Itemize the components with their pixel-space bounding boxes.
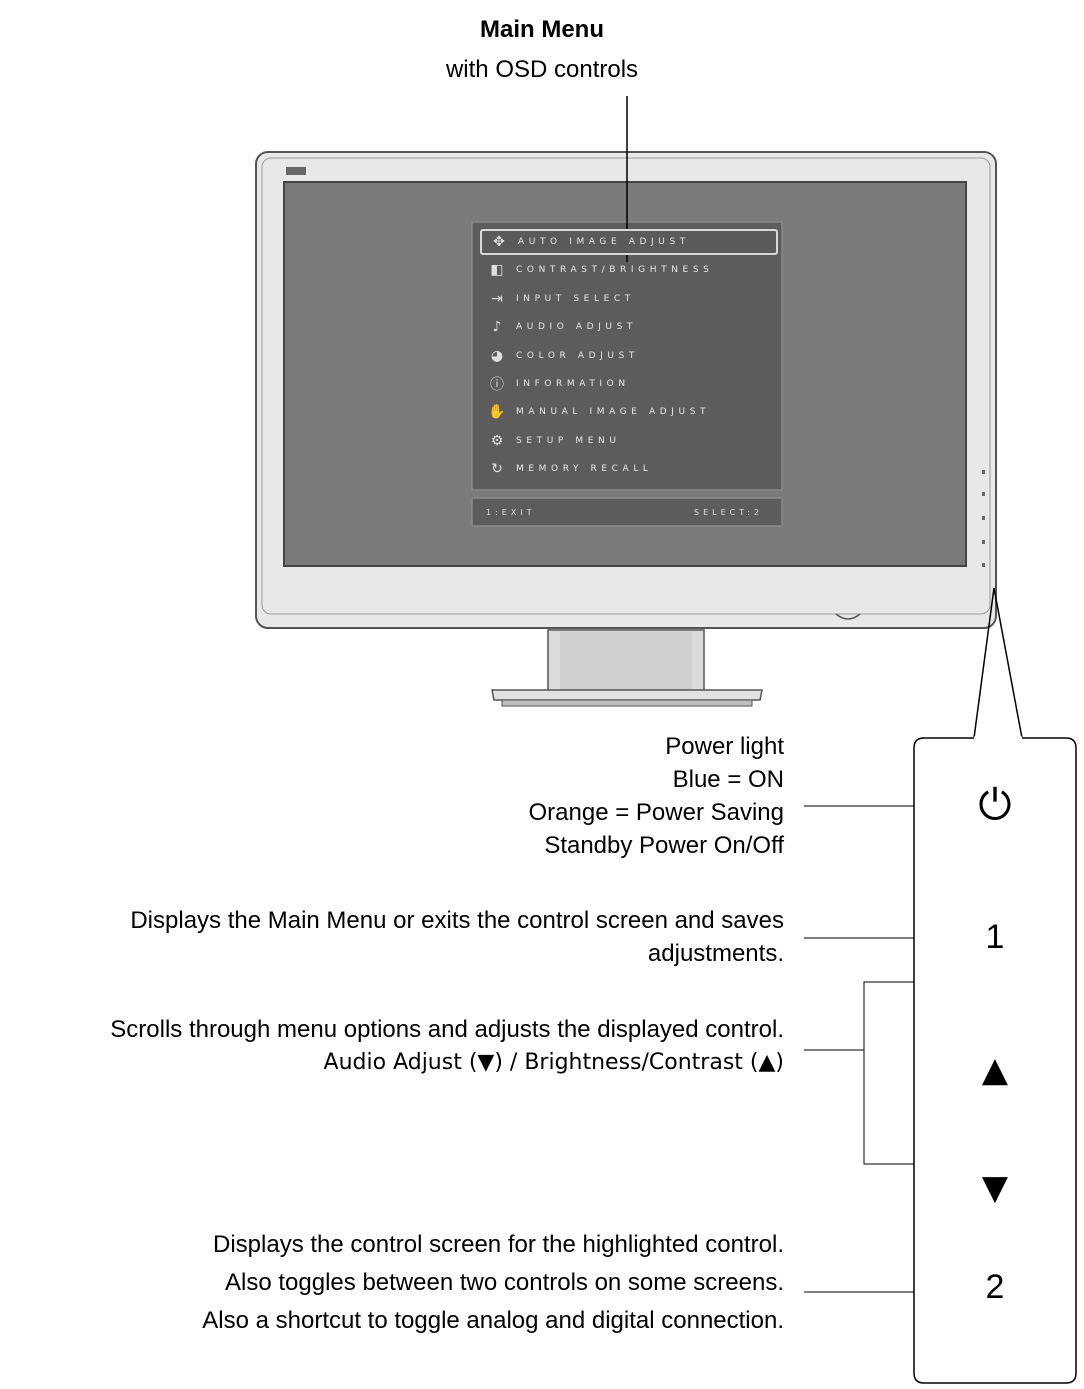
power-note: Power light Blue = ON Orange = Power Sav… <box>529 730 784 862</box>
two-note: Displays the control screen for the high… <box>202 1226 784 1340</box>
osd-menu-item-label: SETUP MENU <box>516 435 621 446</box>
power-note-line: Power light <box>665 733 784 760</box>
power-note-line: Standby Power On/Off <box>544 832 784 859</box>
button-callout-panel <box>913 737 1077 1384</box>
power-note-line: Blue = ON <box>672 766 784 793</box>
one-note-line: adjustments. <box>647 940 784 967</box>
two-note-line: Also a shortcut to toggle analog and dig… <box>202 1307 784 1334</box>
osd-menu-item[interactable]: ⇥ INPUT SELECT <box>480 286 778 312</box>
osd-menu-item-label: CONTRAST/BRIGHTNESS <box>516 265 714 276</box>
menu-one-button[interactable]: 1 <box>985 918 1005 956</box>
contrast-brightness-icon: ◧ <box>490 262 504 279</box>
memory-recall-icon: ↻ <box>491 461 503 478</box>
arrows-note-line: Scrolls through menu options and adjusts… <box>110 1016 784 1043</box>
osd-footer-bar <box>471 497 783 527</box>
power-note-line: Orange = Power Saving <box>528 799 784 826</box>
osd-menu-item[interactable]: ✋ MANUAL IMAGE ADJUST <box>480 399 778 425</box>
osd-menu-item[interactable]: ✥ AUTO IMAGE ADJUST <box>480 229 778 255</box>
auto-image-icon: ✥ <box>493 234 505 250</box>
up-arrow-button[interactable]: ▲ <box>981 1050 1009 1090</box>
manual-image-icon: ✋ <box>488 404 506 421</box>
osd-menu-item[interactable]: ⚙ SETUP MENU <box>480 428 778 454</box>
main-menu-title: Main Menu <box>480 16 604 43</box>
osd-menu-item[interactable]: ⓘ INFORMATION <box>480 371 778 397</box>
information-icon: ⓘ <box>490 377 504 393</box>
arrows-note-line: Audio Adjust (▼) / Brightness/Contrast (… <box>323 1050 784 1075</box>
down-arrow-button[interactable]: ▼ <box>981 1168 1009 1208</box>
osd-menu-item-label: AUDIO ADJUST <box>516 322 638 333</box>
osd-select-hint: SELECT:2 <box>694 508 764 517</box>
osd-menu-item-label: MEMORY RECALL <box>516 464 653 475</box>
color-adjust-icon: ◕ <box>490 347 504 364</box>
two-note-line: Also toggles between two controls on som… <box>225 1269 784 1296</box>
osd-exit-hint: 1:EXIT <box>486 508 536 517</box>
power-button[interactable]: ⏻ <box>978 780 1012 829</box>
osd-menu-item-label: COLOR ADJUST <box>516 350 639 361</box>
osd-menu-item-label: AUTO IMAGE ADJUST <box>518 237 690 247</box>
osd-menu-item[interactable]: ◕ COLOR ADJUST <box>480 343 778 369</box>
input-select-icon: ⇥ <box>491 290 503 307</box>
osd-menu-item[interactable]: ◧ CONTRAST/BRIGHTNESS <box>480 257 778 283</box>
osd-menu-item-label: INPUT SELECT <box>516 293 635 304</box>
arrows-bracket <box>863 981 914 1165</box>
osd-menu-item-label: INFORMATION <box>516 379 630 389</box>
audio-adjust-icon: ♪ <box>492 319 502 336</box>
osd-menu-item[interactable]: ↻ MEMORY RECALL <box>480 456 778 482</box>
main-menu-subtitle: with OSD controls <box>445 56 639 83</box>
select-two-button[interactable]: 2 <box>985 1268 1005 1306</box>
setup-menu-icon: ⚙ <box>490 432 504 449</box>
one-note: Displays the Main Menu or exits the cont… <box>130 904 784 970</box>
one-note-line: Displays the Main Menu or exits the cont… <box>130 907 784 934</box>
stand-base <box>491 689 763 701</box>
osd-menu-item-label: MANUAL IMAGE ADJUST <box>516 407 711 418</box>
two-note-line: Displays the control screen for the high… <box>213 1231 784 1258</box>
brand-logo-icon <box>286 167 306 175</box>
arrows-note: Scrolls through menu options and adjusts… <box>110 1013 784 1079</box>
osd-menu-item[interactable]: ♪ AUDIO ADJUST <box>480 314 778 340</box>
